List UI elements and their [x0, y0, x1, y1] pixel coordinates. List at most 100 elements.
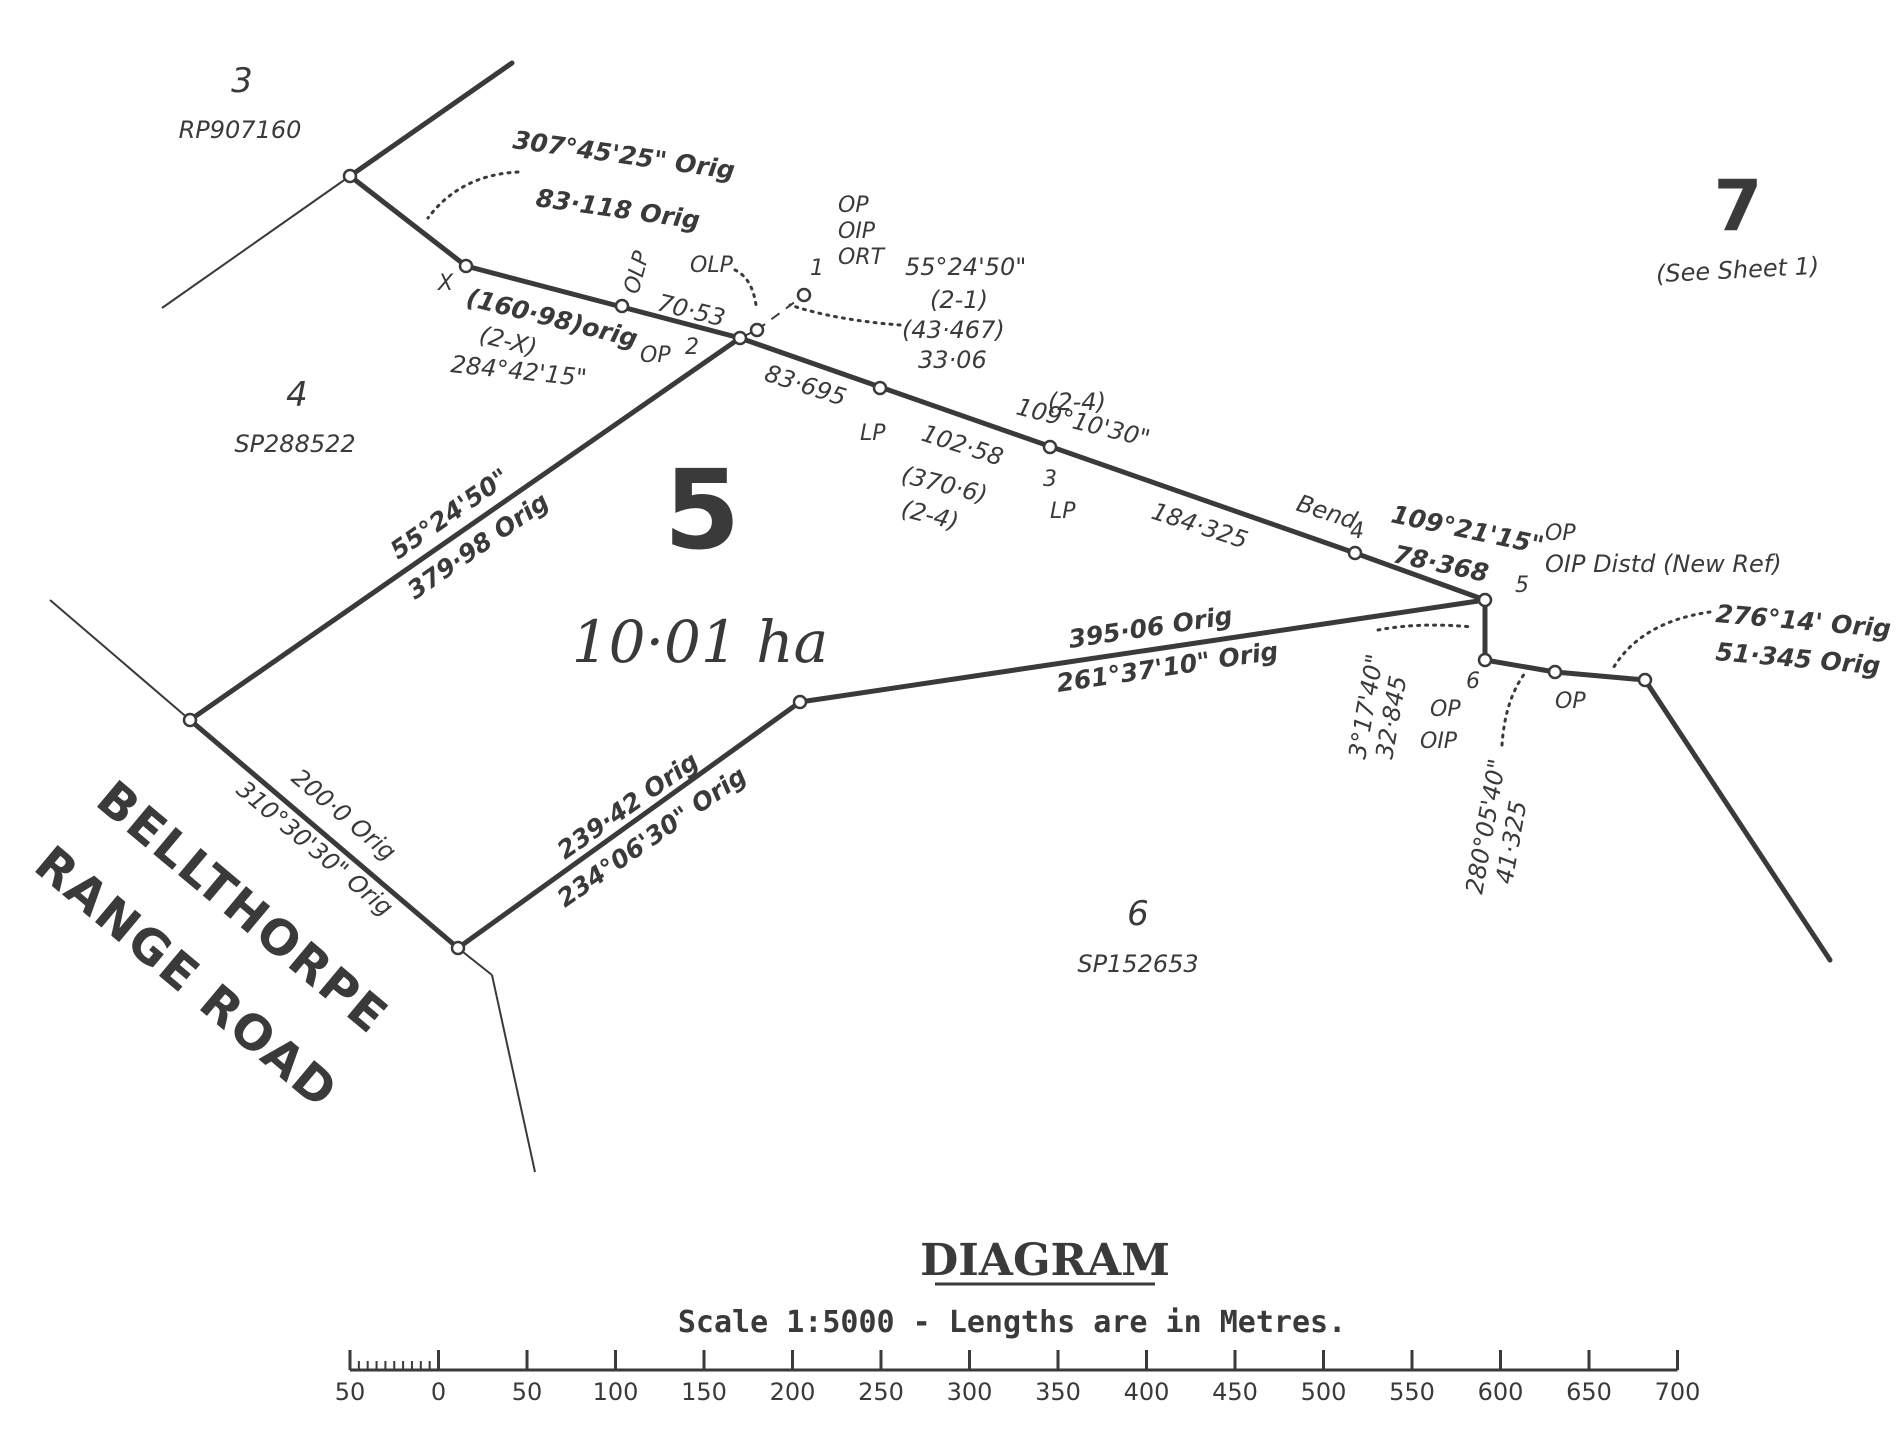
- bearing-x-top: 307°45'25" Orig: [511, 125, 737, 185]
- station-4-label: 4: [1350, 519, 1364, 544]
- mark-station-3: [1042, 439, 1058, 455]
- bearing-55-top: 55°24'50": [905, 253, 1026, 281]
- boundary-x-segment: [347, 173, 469, 269]
- boundary-lot6-lot7: [1642, 677, 1833, 963]
- boundary-lot3-lot4: [161, 175, 351, 309]
- lot4-plan: SP288522: [234, 430, 355, 458]
- distance-x-top: 83·118 Orig: [534, 183, 702, 235]
- boundary-lot4-lot5: [187, 335, 743, 723]
- paren-2-1: (2-1): [930, 286, 988, 314]
- scale-tick-label: 300: [947, 1378, 993, 1406]
- op-2-label: OP: [640, 343, 671, 368]
- boundary-op-to-corner: [1552, 669, 1648, 683]
- lp-1-label: LP: [860, 421, 886, 446]
- leader-arrows: [426, 170, 1712, 747]
- paren-2-4-upper: (2-4): [1048, 388, 1106, 416]
- lp-3-label: LP: [1050, 499, 1076, 524]
- scale-tick-label: 50: [512, 1378, 543, 1406]
- lot6-plan: SP152653: [1077, 950, 1198, 978]
- mark-station-2: [732, 330, 748, 346]
- scale-tick-label: 550: [1389, 1378, 1435, 1406]
- station-5-label: 5: [1515, 573, 1529, 598]
- distance-184-325: 184·325: [1148, 497, 1251, 554]
- boundary-lot3-north: [347, 60, 515, 179]
- lot5-number: 5: [664, 446, 741, 574]
- boundary-road-frontage: [187, 717, 461, 951]
- leader-olp: [733, 268, 758, 307]
- lot7-number: 7: [1714, 165, 1763, 247]
- mark-road-corner-south: [450, 940, 466, 956]
- mark-op-2: [749, 322, 765, 338]
- mark-station-1: [796, 287, 812, 303]
- scale-tick-label: 150: [681, 1378, 727, 1406]
- mark-station-4: [1347, 545, 1363, 561]
- mark-lot3-corner: [342, 168, 358, 184]
- station-x-label: X: [437, 271, 454, 296]
- lot-labels: 3 RP907160 4 SP288522 5 10·01 ha 6 SP152…: [179, 61, 1820, 978]
- boundary-bend-to-5: [1352, 550, 1488, 603]
- scale-tick-label: 700: [1655, 1378, 1701, 1406]
- lot5-area-rest: ·01 ha: [646, 608, 829, 676]
- mark-lp-1: [872, 380, 888, 396]
- diagram-title: DIAGRAM: [920, 1235, 1170, 1286]
- olp-vertical: OLP: [620, 248, 655, 297]
- scale-tick-label: 450: [1212, 1378, 1258, 1406]
- scale-tick-label: 500: [1301, 1378, 1347, 1406]
- leader-280: [1500, 671, 1527, 747]
- reference-line-2-to-1: [756, 294, 805, 331]
- leader-x-top: [426, 170, 520, 220]
- station-1-label: 1: [810, 256, 824, 281]
- lot4-number: 4: [286, 375, 308, 415]
- op-6-label: OP: [1430, 697, 1461, 722]
- paren-43467: (43·467): [902, 316, 1005, 344]
- op-top-label: OP: [838, 193, 869, 218]
- road-edge-upper: [49, 599, 191, 721]
- distance-78-368: 78·368: [1391, 540, 1491, 588]
- scale-tick-label: 350: [1035, 1378, 1081, 1406]
- leader-3-17: [1376, 623, 1474, 632]
- op-right-label: OP: [1555, 689, 1586, 714]
- mark-olp: [614, 298, 630, 314]
- boundary-6-to-op: [1482, 657, 1558, 675]
- mark-op-right: [1547, 664, 1563, 680]
- scale-tick-label: 50: [335, 1378, 366, 1406]
- boundary-south-west: [455, 699, 803, 951]
- survey-marks: [182, 168, 1653, 956]
- distance-83-695: 83·695: [761, 359, 850, 412]
- station-2-label: 2: [685, 335, 699, 360]
- oip-top-label: OIP: [838, 219, 876, 244]
- leader-2-1: [788, 303, 902, 327]
- boundary-south: [797, 597, 1488, 705]
- oip-distd-label: OIP Distd (New Ref): [1545, 550, 1782, 578]
- scale-tick-label: 0: [431, 1378, 446, 1406]
- ort-top-label: ORT: [838, 245, 886, 270]
- mark-road-corner-north: [182, 712, 198, 728]
- bearing-276-14: 276°14' Orig: [1714, 599, 1892, 643]
- distance-33-06: 33·06: [918, 346, 987, 374]
- bearing-284: 284°42'15": [449, 350, 588, 392]
- oip-6-label: OIP: [1420, 729, 1458, 754]
- leader-276: [1610, 610, 1712, 672]
- scale-tick-label: 650: [1566, 1378, 1612, 1406]
- survey-annotations: 307°45'25" Orig 83·118 Orig X (160·98)or…: [231, 125, 1892, 922]
- scale-tick-label: 600: [1478, 1378, 1524, 1406]
- lot5-area-main: 10: [572, 608, 646, 676]
- mark-station-5: [1477, 592, 1493, 608]
- mark-x: [458, 258, 474, 274]
- lot6-number: 6: [1127, 894, 1149, 934]
- lot7-note: (See Sheet 1): [1655, 252, 1820, 289]
- scale-tick-label: 200: [770, 1378, 816, 1406]
- scale-tick-label: 400: [1124, 1378, 1170, 1406]
- lot3-plan: RP907160: [179, 116, 302, 144]
- lot3-number: 3: [231, 61, 253, 101]
- station-6-label: 6: [1466, 669, 1480, 694]
- mark-lot6-corner: [1637, 672, 1653, 688]
- mark-south-bend: [792, 694, 808, 710]
- mark-station-6: [1477, 652, 1493, 668]
- scale-caption: Scale 1:5000 - Lengths are in Metres.: [678, 1305, 1346, 1340]
- op-5-label: OP: [1545, 521, 1576, 546]
- scale-tick-label: 250: [858, 1378, 904, 1406]
